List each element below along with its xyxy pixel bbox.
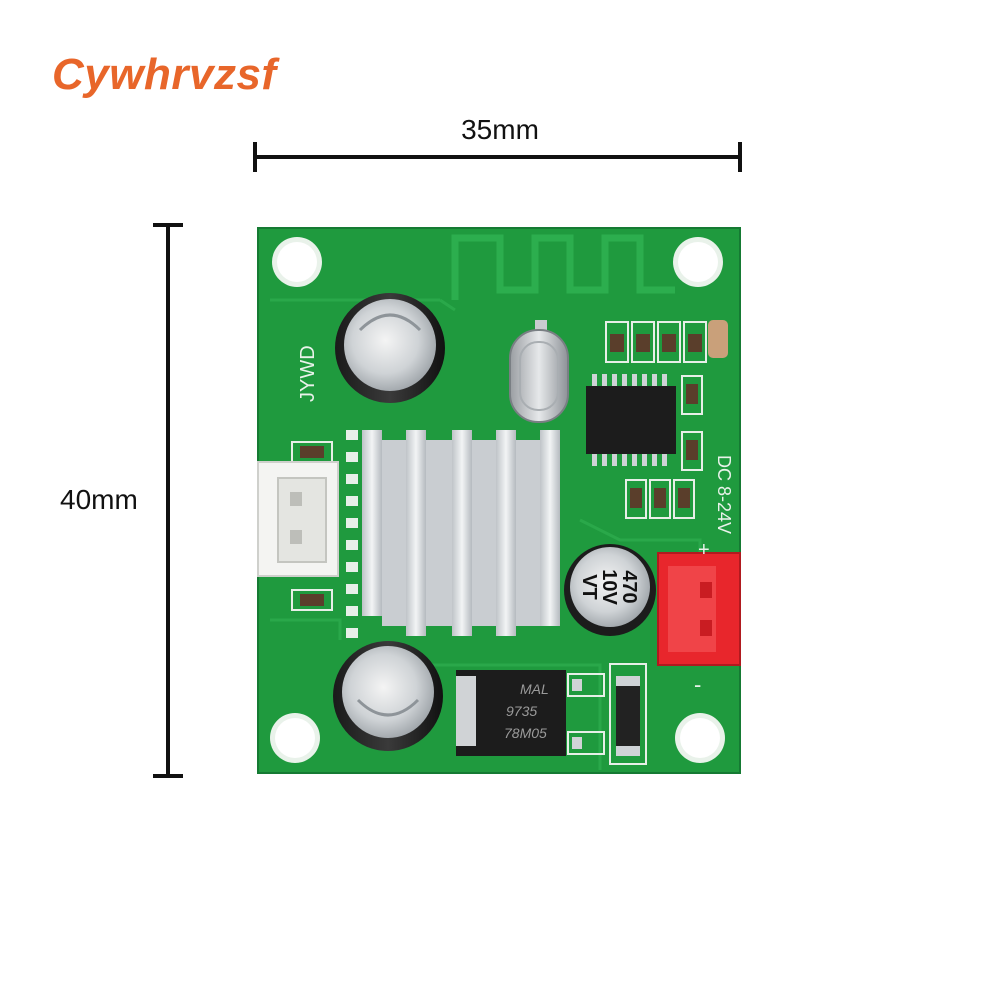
red-power-connector xyxy=(657,552,741,666)
width-dimension-line xyxy=(253,142,742,172)
smd-components-left xyxy=(291,430,358,638)
height-dimension-line xyxy=(153,223,183,778)
regulator-line2: 9735 xyxy=(506,703,537,719)
aluminum-heatsink xyxy=(362,430,560,636)
crystal-oscillator xyxy=(509,320,569,423)
capacitor-series-label: VT xyxy=(578,574,600,600)
regulator-line1: MAL xyxy=(520,681,549,697)
capacitor-voltage-label: 10V xyxy=(598,569,620,605)
silkscreen-brand: JYWD xyxy=(297,345,319,402)
power-input-label: DC 8-24V xyxy=(714,455,734,534)
ic-chip xyxy=(586,374,676,466)
capacitor-value-label: 470 xyxy=(618,570,640,603)
antenna-trace xyxy=(451,234,675,300)
height-dimension-label: 40mm xyxy=(60,484,138,515)
plus-mark: + xyxy=(698,539,710,561)
electrolytic-capacitor-top xyxy=(335,293,445,403)
electrolytic-capacitor-bottom xyxy=(333,641,443,751)
smd-diode xyxy=(609,663,647,765)
voltage-regulator: MAL 9735 78M05 xyxy=(456,670,605,756)
brand-watermark: Cywhrvzsf xyxy=(52,50,277,99)
small-electrolytic-capacitor: 470 10V VT xyxy=(564,544,656,636)
minus-mark: - xyxy=(694,672,701,697)
smd-resistor-array xyxy=(605,320,728,519)
regulator-line3: 78M05 xyxy=(504,725,547,741)
width-dimension-label: 35mm xyxy=(461,114,539,145)
white-jst-connector xyxy=(257,461,339,577)
